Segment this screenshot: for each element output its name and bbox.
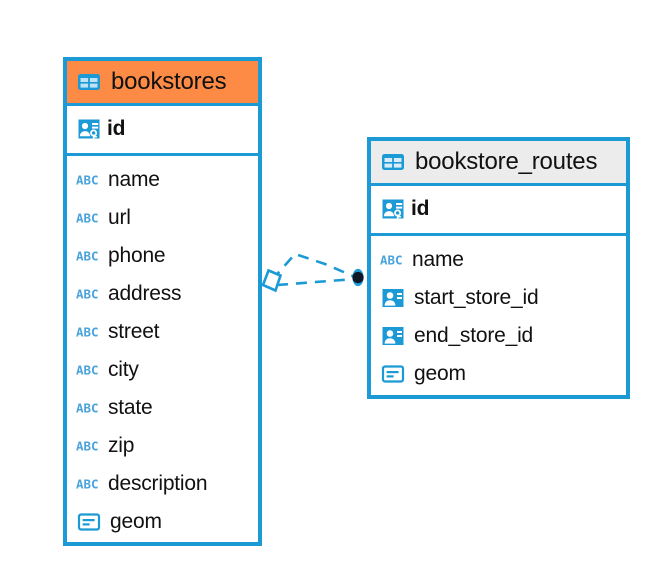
entity-key-section-bookstore-routes: id bbox=[371, 186, 626, 236]
abc-icon: ABC bbox=[76, 248, 100, 264]
abc-icon: ABC bbox=[380, 252, 404, 268]
field-row[interactable]: geom bbox=[371, 355, 626, 393]
foreign-key-icon bbox=[380, 323, 406, 349]
abc-icon: ABC bbox=[76, 210, 100, 226]
abc-icon: ABC bbox=[76, 286, 100, 302]
svg-text:ABC: ABC bbox=[76, 249, 99, 264]
entity-key-section-bookstores: id bbox=[67, 106, 258, 156]
abc-icon: ABC bbox=[76, 438, 100, 454]
field-label: street bbox=[108, 320, 160, 343]
field-row[interactable]: ABC name bbox=[371, 241, 626, 279]
field-row[interactable]: id bbox=[371, 190, 626, 228]
field-label: description bbox=[108, 472, 208, 495]
entity-header-bookstores[interactable]: bookstores bbox=[67, 61, 258, 106]
abc-icon: ABC bbox=[76, 324, 100, 340]
entity-title: bookstores bbox=[111, 68, 227, 95]
field-row[interactable]: geom bbox=[67, 503, 258, 541]
relationship-line-upper bbox=[271, 252, 356, 281]
field-row[interactable]: ABC address bbox=[67, 275, 258, 313]
svg-text:ABC: ABC bbox=[76, 173, 99, 188]
field-label: id bbox=[107, 117, 126, 140]
field-row[interactable]: ABC street bbox=[67, 313, 258, 351]
entity-bookstore-routes[interactable]: bookstore_routes id bbox=[367, 137, 630, 399]
entity-bookstores[interactable]: bookstores id bbox=[63, 57, 262, 546]
svg-text:ABC: ABC bbox=[76, 325, 99, 340]
field-label: end_store_id bbox=[414, 324, 534, 347]
svg-text:ABC: ABC bbox=[76, 401, 99, 416]
svg-text:ABC: ABC bbox=[76, 211, 99, 226]
field-label: geom bbox=[414, 362, 466, 385]
table-icon bbox=[380, 149, 406, 175]
field-row[interactable]: ABC phone bbox=[67, 237, 258, 275]
field-label: name bbox=[412, 248, 464, 271]
relationship-line-lower bbox=[276, 277, 356, 287]
field-row[interactable]: ABC zip bbox=[67, 427, 258, 465]
relationship-connector[interactable] bbox=[255, 240, 380, 310]
field-row[interactable]: ABC description bbox=[67, 465, 258, 503]
field-label: start_store_id bbox=[414, 286, 539, 309]
abc-icon: ABC bbox=[76, 400, 100, 416]
field-row[interactable]: start_store_id bbox=[371, 279, 626, 317]
field-label: id bbox=[411, 197, 430, 220]
abc-icon: ABC bbox=[76, 172, 100, 188]
field-label: state bbox=[108, 396, 153, 419]
field-label: url bbox=[108, 206, 131, 229]
abc-icon: ABC bbox=[76, 362, 100, 378]
filled-circle-marker[interactable] bbox=[352, 268, 364, 287]
field-row[interactable]: ABC name bbox=[67, 161, 258, 199]
field-label: zip bbox=[108, 434, 135, 457]
field-row[interactable]: ABC state bbox=[67, 389, 258, 427]
abc-icon: ABC bbox=[76, 476, 100, 492]
entity-title: bookstore_routes bbox=[415, 148, 598, 175]
primary-key-icon bbox=[380, 196, 406, 222]
geometry-icon bbox=[380, 361, 406, 387]
field-row[interactable]: ABC city bbox=[67, 351, 258, 389]
entity-field-section-bookstores: ABC name ABC url ABC p bbox=[67, 156, 258, 545]
svg-text:ABC: ABC bbox=[76, 287, 99, 302]
field-label: phone bbox=[108, 244, 166, 267]
svg-text:ABC: ABC bbox=[76, 363, 99, 378]
entity-header-bookstore-routes[interactable]: bookstore_routes bbox=[371, 141, 626, 186]
table-icon bbox=[76, 69, 102, 95]
field-row[interactable]: ABC url bbox=[67, 199, 258, 237]
field-row[interactable]: id bbox=[67, 110, 258, 148]
svg-text:ABC: ABC bbox=[76, 439, 99, 454]
foreign-key-icon bbox=[380, 285, 406, 311]
entity-field-section-bookstore-routes: ABC name start_store_id bbox=[371, 236, 626, 397]
primary-key-icon bbox=[76, 116, 102, 142]
field-label: city bbox=[108, 358, 139, 381]
svg-text:ABC: ABC bbox=[76, 477, 99, 492]
geometry-icon bbox=[76, 509, 102, 535]
field-label: name bbox=[108, 168, 160, 191]
field-row[interactable]: end_store_id bbox=[371, 317, 626, 355]
field-label: address bbox=[108, 282, 182, 305]
field-label: geom bbox=[110, 510, 162, 533]
diamond-marker[interactable] bbox=[261, 268, 283, 293]
svg-text:ABC: ABC bbox=[380, 253, 403, 268]
